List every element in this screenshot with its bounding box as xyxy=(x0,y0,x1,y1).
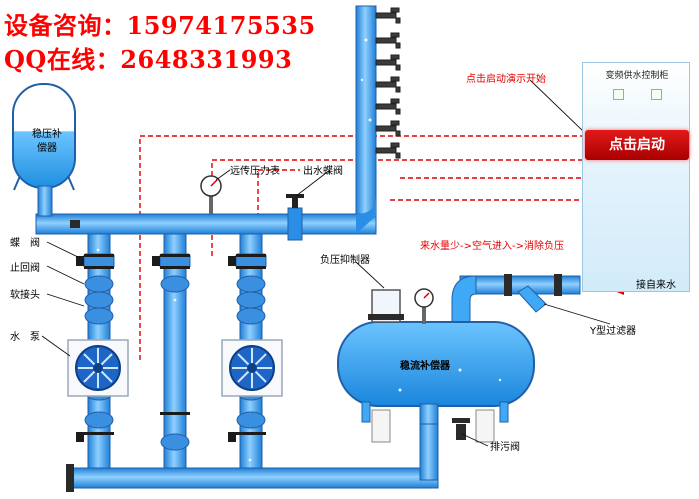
butterfly-valve-label: 蝶 阀 xyxy=(10,238,40,249)
outlet-valve-label: 出水蝶阀 xyxy=(303,166,343,177)
outlet-tap xyxy=(375,76,401,93)
start-button[interactable]: 点击启动 xyxy=(585,130,689,160)
control-cabinet: 变频供水控制柜 xyxy=(582,62,690,292)
negative-pressure-suppressor xyxy=(368,289,404,323)
pressure-tank-label-line1: 稳压补 xyxy=(32,129,62,140)
manifold-end-cap xyxy=(70,220,80,228)
outlet-butterfly-valve xyxy=(286,194,304,241)
outlet-tap xyxy=(375,7,401,24)
pressure-tank xyxy=(12,83,76,217)
outlet-taps xyxy=(375,7,401,159)
vessel-pressure-gauge xyxy=(414,288,434,324)
water-bubbles xyxy=(96,38,502,462)
outlet-tap xyxy=(375,98,401,115)
leader-lines xyxy=(41,79,611,447)
soft-joint-label: 软接头 xyxy=(10,290,40,301)
remote-pressure-gauge xyxy=(200,175,222,214)
demo-hint: 点击启动演示开始 xyxy=(466,74,546,85)
pressure-tank-label: 稳压补 偿器 xyxy=(32,128,62,156)
compensator-label: 稳流补偿器 xyxy=(400,361,450,372)
drain-valve xyxy=(452,418,470,440)
y-filter-label: Y型过滤器 xyxy=(590,326,637,337)
indicator-light xyxy=(613,89,624,100)
outlet-tap xyxy=(375,142,401,159)
inlet-pipe xyxy=(451,274,581,331)
remote-gauge-label: 远传压力表 xyxy=(230,166,280,177)
pump-right xyxy=(221,339,283,397)
outlet-tap xyxy=(375,54,401,71)
upper-manifold xyxy=(35,196,377,235)
cabinet-title: 变频供水控制柜 xyxy=(605,71,669,81)
qq-online: QQ在线：2648331993 xyxy=(4,45,293,74)
inlet-label: 接自来水 xyxy=(636,280,676,291)
flange-bands xyxy=(84,254,266,435)
pressure-tank-label-line2: 偿器 xyxy=(37,143,57,154)
suppressor-label: 负压抑制器 xyxy=(320,255,370,266)
riser-pipe xyxy=(355,5,377,219)
flow-compensator-vessel xyxy=(337,321,535,443)
check-valve-label: 止回阀 xyxy=(10,263,40,274)
air-note: 来水量少->空气进入->消除负压 xyxy=(420,241,564,252)
outlet-tap xyxy=(375,32,401,49)
indicator-light xyxy=(651,89,662,100)
pump-label: 水 泵 xyxy=(10,332,40,343)
consult-phone: 设备咨询：15974175535 xyxy=(4,11,316,40)
outlet-tap xyxy=(375,120,401,137)
pump-left xyxy=(67,339,129,397)
drain-valve-label: 排污阀 xyxy=(490,442,520,453)
